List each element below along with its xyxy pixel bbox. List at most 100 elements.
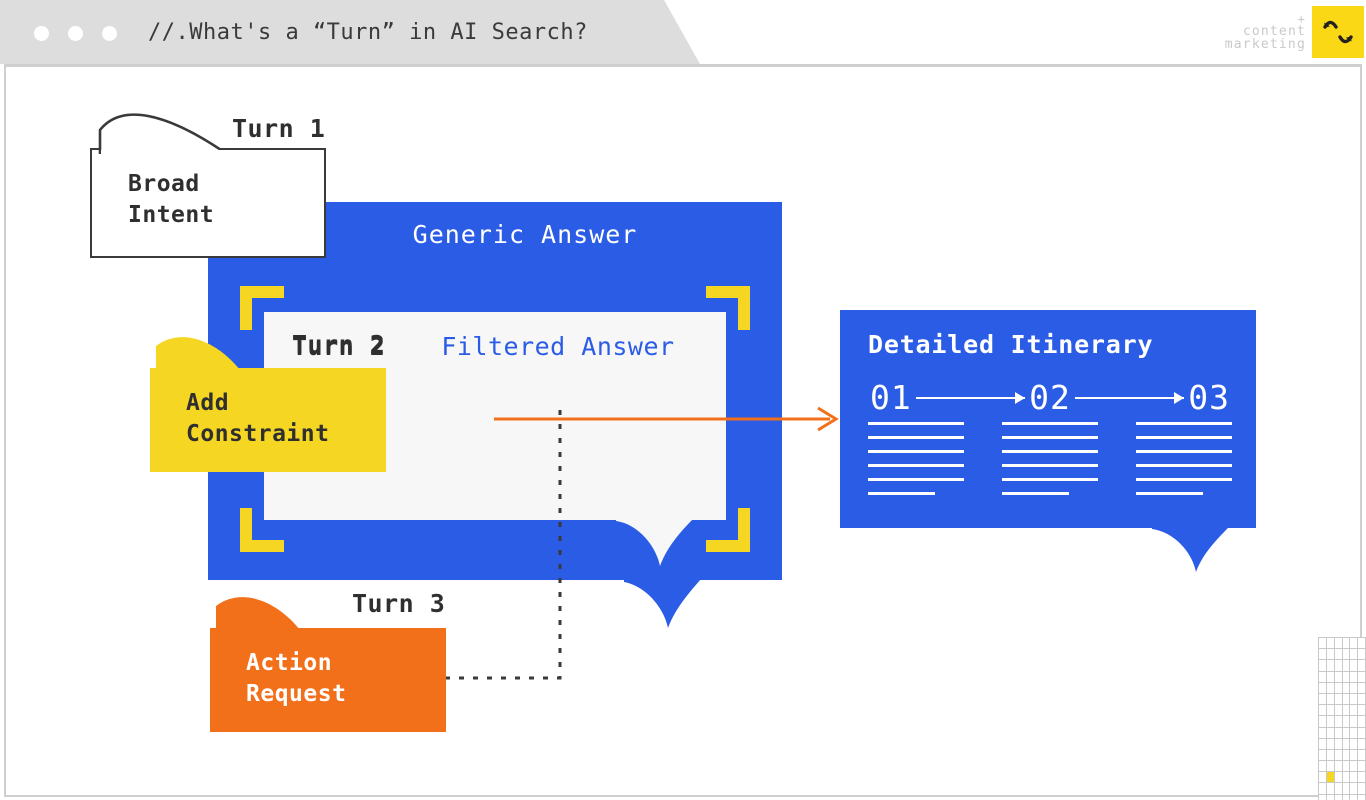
grid-cell: [1342, 738, 1350, 749]
itinerary-text-line: [868, 492, 936, 495]
grid-cell: [1319, 761, 1326, 772]
grid-cell: [1326, 693, 1334, 705]
grid-cell: [1358, 772, 1365, 783]
maximize-dot-icon[interactable]: [102, 26, 117, 41]
detailed-itinerary-card: Detailed Itinerary 01 02 03: [840, 310, 1256, 572]
brand-wordmark: + content marketing: [1224, 13, 1306, 52]
detailed-itinerary-bubble-tail: [1152, 526, 1230, 572]
grid-cell: [1358, 705, 1365, 716]
grid-cell: [1342, 660, 1350, 671]
grid-cell: [1326, 727, 1334, 738]
grid-cell: [1319, 649, 1326, 660]
corner-bracket-top-right-icon: [706, 286, 750, 330]
add-constraint-text: Add Constraint: [186, 388, 329, 450]
window-controls[interactable]: [34, 26, 117, 41]
grid-decoration: [1318, 637, 1366, 800]
brand-line-marketing: marketing: [1224, 37, 1306, 52]
itinerary-text-line: [1002, 492, 1070, 495]
grid-cell: [1342, 671, 1350, 682]
grid-cell: [1334, 693, 1342, 705]
corner-bracket-bottom-right-icon: [706, 508, 750, 552]
grid-cell: [1319, 727, 1326, 738]
grid-cell: [1342, 727, 1350, 738]
grid-cell: [1358, 660, 1365, 671]
grid-cell: [1319, 682, 1326, 693]
grid-cell: [1350, 671, 1358, 682]
grid-cell: [1334, 761, 1342, 772]
grid-cell-highlight: [1326, 772, 1334, 783]
grid-cell: [1342, 783, 1350, 794]
grid-cell: [1319, 660, 1326, 671]
grid-cell: [1350, 693, 1358, 705]
filtered-answer-row: Turn 2 Filtered Answer: [292, 332, 675, 361]
itinerary-text-line: [1002, 464, 1098, 467]
itinerary-text-line: [1136, 464, 1232, 467]
grid-cell: [1350, 738, 1358, 749]
grid-cell: [1334, 716, 1342, 727]
grid-cell: [1334, 783, 1342, 794]
action-request-bubble: Action Request: [210, 597, 446, 732]
corner-bracket-top-left-icon: [240, 286, 284, 330]
grid-cell: [1342, 794, 1350, 800]
turn-3-label: Turn 3: [352, 589, 446, 618]
itinerary-text-line: [1002, 450, 1098, 453]
grid-cell: [1358, 682, 1365, 693]
grid-cell: [1334, 638, 1342, 649]
corner-bracket-bottom-left-icon: [240, 508, 284, 552]
grid-cell: [1319, 693, 1326, 705]
broad-intent-text: Broad Intent: [128, 169, 214, 231]
grid-cell: [1358, 638, 1365, 649]
grid-cell: [1342, 716, 1350, 727]
itinerary-text-line: [868, 464, 964, 467]
brand-logo-tile: [1312, 6, 1364, 58]
itinerary-lines-col-1: [868, 422, 964, 506]
grid-cell: [1326, 783, 1334, 794]
minimize-dot-icon[interactable]: [68, 26, 83, 41]
grid-cell: [1350, 705, 1358, 716]
add-constraint-line1: Add: [186, 390, 230, 416]
turn3-feedback-dotted-connector: [446, 410, 562, 680]
double-check-arrow-icon: [1323, 20, 1353, 44]
window-titlebar: //.What's a “Turn” in AI Search? + conte…: [0, 0, 1366, 66]
generic-to-itinerary-arrow: [494, 406, 839, 432]
grid-cell: [1350, 794, 1358, 800]
grid-cell: [1326, 671, 1334, 682]
itinerary-text-line: [1136, 422, 1232, 425]
grid-cell: [1334, 749, 1342, 761]
grid-cell: [1358, 693, 1365, 705]
broad-intent-bubble-tail: [98, 113, 225, 154]
grid-cell: [1319, 794, 1326, 800]
grid-cell: [1334, 682, 1342, 693]
broad-intent-bubble: Broad Intent: [90, 113, 326, 258]
filtered-answer-label: Filtered Answer: [441, 332, 675, 361]
generic-answer-label: Generic Answer: [412, 220, 638, 249]
itinerary-text-line: [1002, 422, 1098, 425]
grid-cell: [1350, 682, 1358, 693]
action-request-line2: Request: [246, 681, 347, 707]
grid-cell: [1342, 705, 1350, 716]
grid-cell: [1319, 716, 1326, 727]
action-request-line1: Action: [246, 650, 333, 676]
grid-cell: [1334, 671, 1342, 682]
itinerary-text-line: [868, 436, 964, 439]
grid-cell: [1358, 794, 1365, 800]
detailed-itinerary-title: Detailed Itinerary: [868, 330, 1154, 359]
close-dot-icon[interactable]: [34, 26, 49, 41]
itinerary-text-line: [1136, 450, 1232, 453]
add-constraint-bubble: Add Constraint: [150, 337, 386, 472]
itinerary-step-01: 01: [870, 378, 912, 417]
grid-cell: [1358, 761, 1365, 772]
add-constraint-bubble-tail: [156, 337, 240, 370]
grid-cell: [1326, 794, 1334, 800]
grid-cell: [1334, 649, 1342, 660]
broad-intent-line2: Intent: [128, 202, 215, 228]
grid-cell: [1350, 716, 1358, 727]
grid-cell: [1326, 716, 1334, 727]
itinerary-text-lines: [868, 422, 1232, 506]
itinerary-text-line: [868, 450, 964, 453]
grid-cell: [1319, 783, 1326, 794]
grid-cell: [1350, 660, 1358, 671]
grid-cell: [1319, 772, 1326, 783]
grid-cell: [1326, 638, 1334, 649]
add-constraint-line2: Constraint: [186, 421, 330, 447]
